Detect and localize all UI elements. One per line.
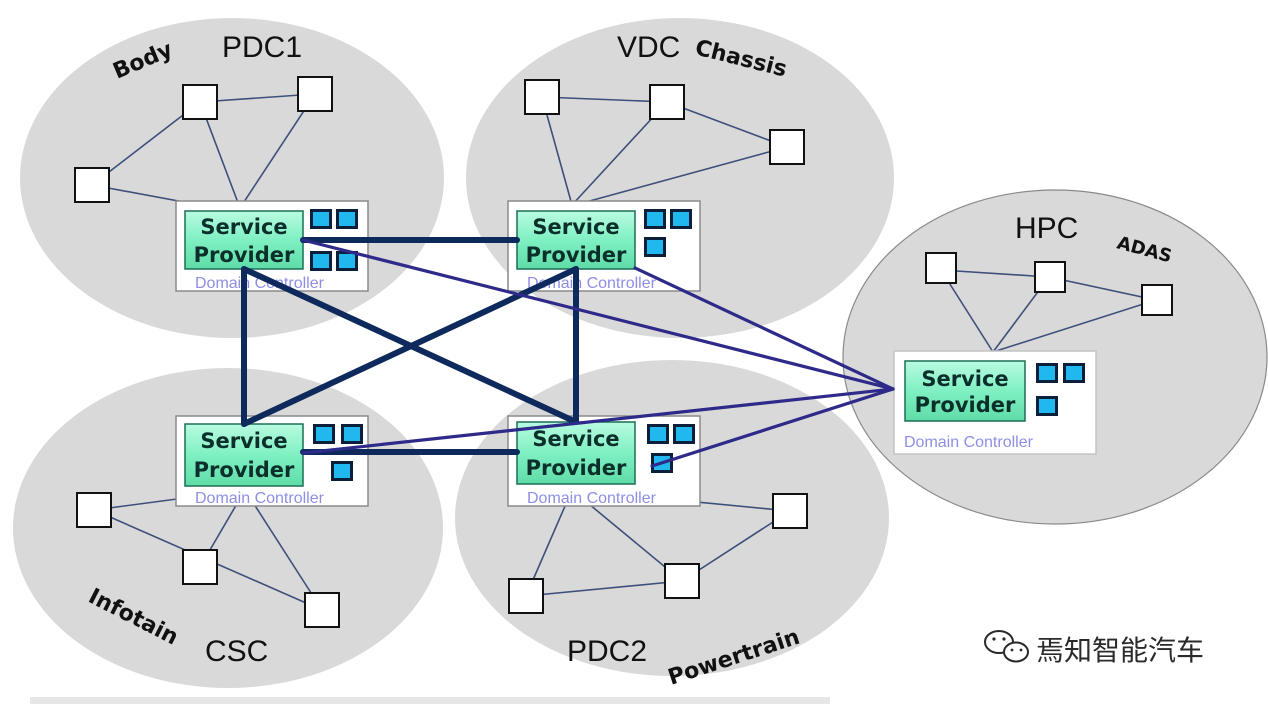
hpc-links	[301, 238, 895, 468]
pdc1-service-provider: Service Provider	[184, 210, 304, 270]
service-label-line1: Service	[532, 215, 619, 239]
zone-pdc2-title: PDC2	[567, 635, 647, 668]
vdc-service-provider: Service Provider	[516, 210, 636, 270]
service-label-line1: Service	[921, 367, 1008, 391]
zone-pdc2-ellipse	[455, 360, 889, 676]
pdc1-controller-caption: Domain Controller	[195, 275, 325, 292]
service-label-line2: Provider	[194, 458, 295, 482]
zone-csc-title: CSC	[205, 635, 268, 668]
ecu-nodes	[74, 76, 1173, 628]
service-label-line2: Provider	[194, 243, 295, 267]
service-label-line2: Provider	[526, 456, 627, 480]
pdc2-controller-caption: Domain Controller	[527, 490, 657, 507]
cropped-footer-text	[30, 697, 830, 704]
csc-controller-caption: Domain Controller	[195, 490, 325, 507]
service-label-line1: Service	[532, 427, 619, 451]
service-label-line2: Provider	[526, 243, 627, 267]
zone-vdc-title: VDC	[617, 31, 680, 64]
csc-service-provider: Service Provider	[184, 423, 304, 487]
intra-zone-links	[91, 93, 1157, 611]
hpc-controller-caption: Domain Controller	[904, 434, 1034, 451]
hpc-service-provider: Service Provider	[904, 360, 1026, 422]
watermark-text: 焉知智能汽车	[1036, 634, 1204, 667]
zone-hpc-title: HPC	[1015, 212, 1078, 245]
service-label-line2: Provider	[915, 393, 1016, 417]
service-label-line1: Service	[200, 429, 287, 453]
watermark: 焉知智能汽车	[984, 630, 1204, 667]
zone-pdc1-title: PDC1	[222, 31, 302, 64]
wechat-icon	[984, 630, 1029, 663]
service-label-line1: Service	[200, 215, 287, 239]
pdc2-service-provider: Service Provider	[516, 421, 636, 485]
